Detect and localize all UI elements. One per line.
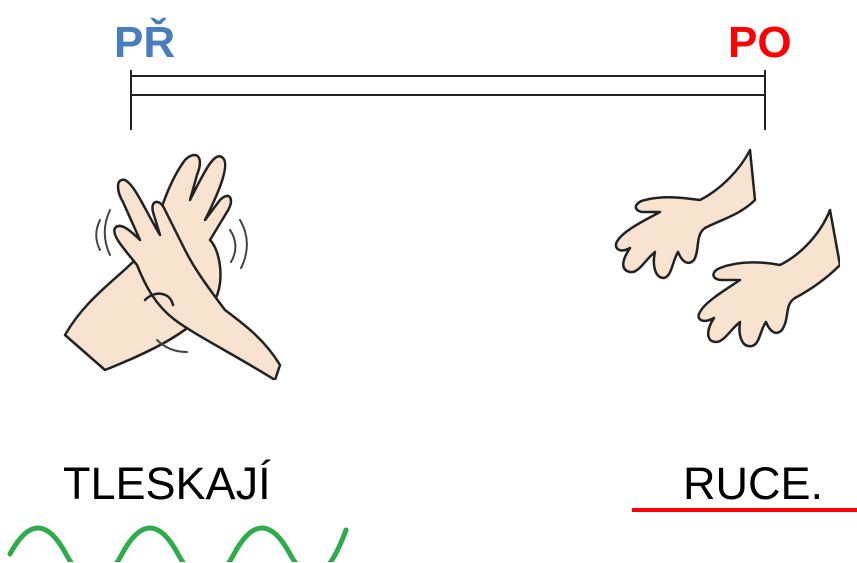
word-ruce: RUCE.: [683, 458, 824, 509]
open-hands-icon: [614, 148, 840, 348]
verb-wave-marker: [7, 525, 349, 562]
noun-underline-marker: [632, 508, 857, 512]
timeline-bracket: [130, 70, 766, 130]
before-label: PŘ: [114, 18, 176, 67]
word-tleskaji: TLESKAJÍ: [63, 458, 271, 509]
clapping-hands-icon: [63, 153, 282, 380]
after-label: PO: [728, 18, 792, 67]
